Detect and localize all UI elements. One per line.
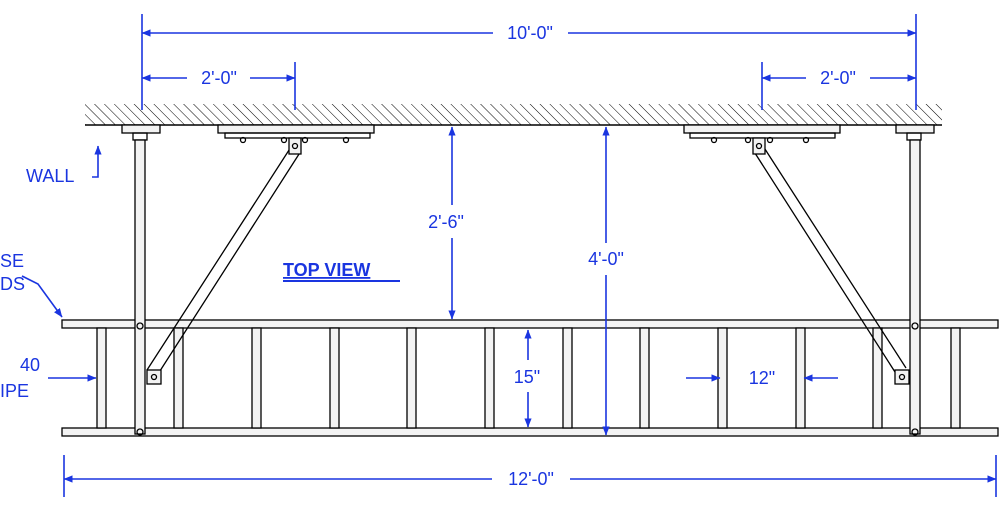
- right-brace: [752, 137, 910, 385]
- left-post-bolt-top: [136, 322, 144, 330]
- dim-overall-bottom-label: 12'-0": [508, 469, 554, 489]
- rungs: [96, 327, 961, 429]
- dim-rung-width: 15": [514, 329, 540, 428]
- rung: [406, 327, 417, 429]
- dim-rung-width-label: 15": [514, 367, 540, 387]
- wall-callout: WALL: [26, 145, 102, 186]
- dim-left-offset-label: 2'-0": [201, 68, 237, 88]
- support-posts: [134, 139, 921, 436]
- left-brace: [146, 137, 302, 385]
- pipe-label-line1: 40: [20, 355, 40, 375]
- rung: [96, 327, 107, 429]
- view-title: TOP VIEW: [283, 260, 370, 280]
- outer-rail: [61, 427, 999, 437]
- rung: [251, 327, 262, 429]
- flat-side-rods-callout: SE DS: [0, 251, 63, 318]
- right-post-plate: [895, 124, 935, 141]
- rung: [173, 327, 184, 429]
- right-post-bolt-top: [911, 322, 919, 330]
- rung: [872, 327, 883, 429]
- wall-plates: [121, 124, 935, 144]
- dim-left-offset: 2'-0": [141, 62, 296, 110]
- dim-wall-to-rail-label: 2'-6": [428, 212, 464, 232]
- dim-rung-spacing-label: 12": [749, 368, 775, 388]
- dim-wall-to-outer-label: 4'-0": [588, 249, 624, 269]
- right-post-bolt-bottom: [911, 428, 919, 436]
- ladder: [61, 319, 999, 437]
- braces: [146, 137, 910, 385]
- inner-rail: [61, 319, 999, 329]
- rung: [950, 327, 961, 429]
- title-block: TOP VIEW: [283, 260, 400, 282]
- dim-overall-top-label: 10'-0": [507, 23, 553, 43]
- pipe-label-line2: IPE: [0, 381, 29, 401]
- dim-wall-to-outer: 4'-0": [588, 126, 624, 436]
- rung: [639, 327, 650, 429]
- flat-side-rods-label-line1: SE: [0, 251, 24, 271]
- dim-overall-bottom: 12'-0": [63, 455, 997, 497]
- rung: [795, 327, 806, 429]
- right-post: [909, 139, 921, 435]
- wall-hatch: [85, 104, 942, 125]
- wall-label: WALL: [26, 166, 74, 186]
- rung: [484, 327, 495, 429]
- dimensions: 10'-0" 2'-0" 2'-0" 2'-6" 4'-0": [63, 14, 997, 497]
- rung: [329, 327, 340, 429]
- left-post-bolt-bottom: [136, 428, 144, 436]
- dim-overall-top: 10'-0": [141, 14, 917, 110]
- dim-right-offset: 2'-0": [761, 62, 917, 110]
- flat-side-rods-label-line2: DS: [0, 274, 25, 294]
- left-post-plate: [121, 124, 161, 141]
- dim-wall-to-rail: 2'-6": [428, 126, 464, 320]
- right-brace-plate: [683, 124, 841, 144]
- wall: [85, 104, 942, 126]
- rung: [562, 327, 573, 429]
- left-post: [134, 139, 146, 435]
- dim-rung-spacing: 12": [686, 368, 838, 388]
- dim-right-offset-label: 2'-0": [820, 68, 856, 88]
- pipe-callout: 40 IPE: [0, 355, 97, 401]
- callouts: WALL SE DS 40 IPE TOP VIEW: [0, 145, 400, 401]
